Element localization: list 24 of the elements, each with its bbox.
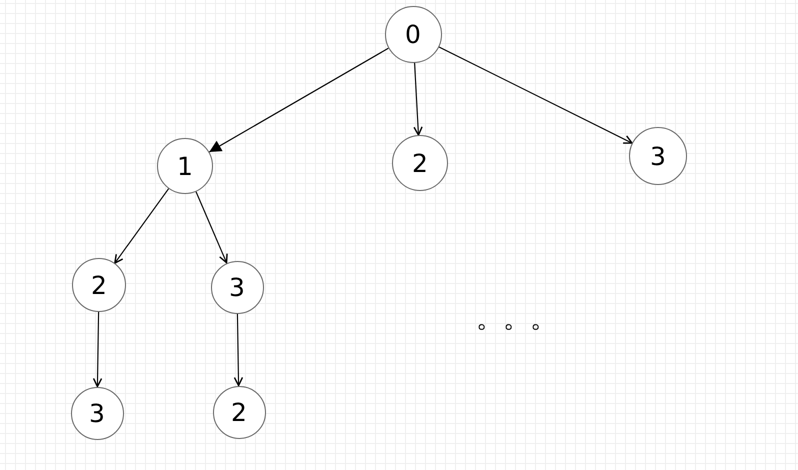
ellipsis-text: 。。。 <box>476 305 557 332</box>
node-number: 3 <box>650 144 666 168</box>
circle-node <box>212 386 266 438</box>
circle-node <box>629 127 687 185</box>
node-number: 0 <box>405 22 421 46</box>
circle-node <box>72 258 126 312</box>
arrow <box>413 62 423 136</box>
node-number: 2 <box>91 272 107 298</box>
circle-node <box>392 135 448 191</box>
arrow <box>208 48 389 152</box>
node-number: 2 <box>231 400 247 424</box>
circle-node <box>70 386 124 440</box>
arrow <box>196 192 228 264</box>
circle-node <box>384 6 442 62</box>
node-number: 3 <box>89 400 105 426</box>
arrow <box>438 46 633 144</box>
arrow <box>114 188 170 264</box>
arrow <box>92 312 102 388</box>
circle-node <box>157 138 213 194</box>
arrow <box>234 313 244 386</box>
node-number: 3 <box>229 274 245 300</box>
circle-node <box>210 260 264 314</box>
node-number: 1 <box>177 154 193 178</box>
node-number: 2 <box>412 150 428 176</box>
